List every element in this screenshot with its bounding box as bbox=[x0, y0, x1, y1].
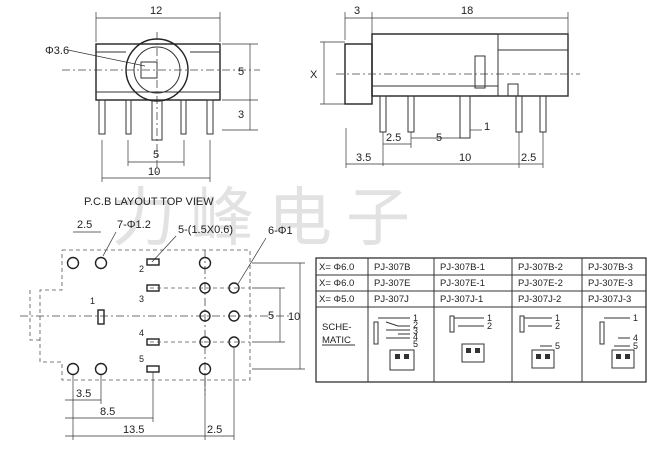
schematic-col1: 1 2 3 4 5 bbox=[373, 313, 418, 371]
pcb-pin-label-4: 4 bbox=[139, 328, 144, 338]
table-cell-r1-c1: X= Φ6.0 bbox=[319, 262, 354, 273]
sch1-pin-5: 5 bbox=[413, 339, 418, 349]
front-dim-width: 12 bbox=[150, 5, 162, 17]
side-dim-x: X bbox=[310, 69, 318, 81]
side-dim-pin-thick: 1 bbox=[484, 121, 490, 133]
sch1-pin-2: 2 bbox=[413, 320, 418, 330]
sch4-pin-5: 5 bbox=[633, 341, 638, 351]
table-cell-r3-c4: PJ-307J-2 bbox=[518, 294, 561, 305]
pcb-pin-label-3: 3 bbox=[139, 294, 144, 304]
sch2-pin-1: 1 bbox=[487, 313, 492, 323]
side-dim-pin-gap: 2.5 bbox=[386, 132, 401, 144]
front-view: 12 Φ3.6 5 3 5 10 bbox=[45, 5, 260, 182]
side-dim-length: 18 bbox=[461, 5, 473, 17]
pcb-dim-135: 13.5 bbox=[123, 424, 144, 436]
table-cell-r2-c4: PJ-307E-2 bbox=[518, 278, 563, 289]
sch4-pin-1: 1 bbox=[633, 313, 638, 323]
spec-table: X= Φ6.0 PJ-307B PJ-307B-1 PJ-307B-2 PJ-3… bbox=[315, 257, 647, 383]
side-dim-pin-center: 5 bbox=[436, 132, 442, 144]
pcb-dim-10: 10 bbox=[288, 311, 300, 323]
table-cell-r3-c3: PJ-307J-1 bbox=[440, 294, 483, 305]
table-cell-r1-c3: PJ-307B-1 bbox=[440, 262, 485, 273]
sch3-pin-2: 2 bbox=[555, 321, 560, 331]
side-body bbox=[371, 33, 569, 97]
schematic-col2: 1 2 bbox=[449, 313, 492, 363]
watermark: 力峰电子 bbox=[112, 182, 424, 256]
table-cell-r3-c5: PJ-307J-3 bbox=[588, 294, 631, 305]
table-cell-r1-c4: PJ-307B-2 bbox=[518, 262, 563, 273]
schematic-col3: 1 2 5 bbox=[519, 313, 560, 369]
table-cell-r3-c1: X= Φ5.0 bbox=[319, 294, 354, 305]
front-dim-base-width: 10 bbox=[148, 166, 160, 178]
table-cell-r2-c2: PJ-307E bbox=[374, 278, 410, 289]
side-dim-span: 10 bbox=[459, 152, 471, 164]
side-dim-front: 3 bbox=[354, 5, 360, 17]
sch1-pin-1: 1 bbox=[413, 313, 418, 323]
front-dim-pin-spacing: 5 bbox=[153, 149, 159, 161]
pcb-layout: P.C.B LAYOUT TOP VIEW 2.5 7-Φ1.2 5-(1.5X… bbox=[20, 196, 305, 440]
front-dim-side-height: 5 bbox=[238, 66, 244, 78]
pcb-dim-25-bottom: 2.5 bbox=[207, 424, 222, 436]
schematic-label-1: SCHE- bbox=[322, 322, 352, 333]
table-cell-r3-c2: PJ-307J bbox=[374, 294, 409, 305]
side-dim-rear: 2.5 bbox=[521, 152, 536, 164]
schematic-label-2: MATIC bbox=[322, 335, 351, 346]
side-dim-offset: 3.5 bbox=[356, 152, 371, 164]
sch3-pin-1: 1 bbox=[555, 313, 560, 323]
pcb-hole-6: 6-Φ1 bbox=[268, 225, 293, 237]
front-dim-hole: Φ3.6 bbox=[45, 45, 69, 57]
pcb-pin-label-2: 2 bbox=[139, 264, 144, 274]
pcb-title: P.C.B LAYOUT TOP VIEW bbox=[84, 196, 214, 208]
side-view: 3 18 X 2.5 5 1 3.5 bbox=[310, 5, 580, 168]
sch4-pin-4: 4 bbox=[633, 333, 638, 343]
table-cell-r2-c5: PJ-307E-3 bbox=[588, 278, 633, 289]
pcb-pin-label-5: 5 bbox=[139, 354, 144, 364]
front-dim-pin-height: 3 bbox=[238, 109, 244, 121]
table-cell-r2-c1: X= Φ6.0 bbox=[319, 278, 354, 289]
pcb-hole-7: 7-Φ1.2 bbox=[117, 219, 151, 231]
pcb-dim-5: 5 bbox=[268, 310, 274, 322]
pcb-slot-5: 5-(1.5X0.6) bbox=[178, 224, 233, 236]
pcb-dim-85: 8.5 bbox=[100, 406, 115, 418]
pcb-pin-label-1: 1 bbox=[90, 296, 95, 306]
pcb-slots bbox=[97, 258, 160, 373]
table-cell-r2-c3: PJ-307E-1 bbox=[440, 278, 485, 289]
sch2-pin-2: 2 bbox=[487, 321, 492, 331]
table-cell-r1-c5: PJ-307B-3 bbox=[588, 262, 633, 273]
pcb-dim-35: 3.5 bbox=[76, 388, 91, 400]
sch1-pin-4: 4 bbox=[413, 332, 418, 342]
schematic-col4: 1 4 5 bbox=[599, 313, 638, 369]
table-cell-r1-c2: PJ-307B bbox=[374, 262, 410, 273]
sch3-pin-5: 5 bbox=[555, 341, 560, 351]
pcb-dim-25-top: 2.5 bbox=[77, 219, 92, 231]
sch1-pin-3: 3 bbox=[413, 326, 418, 336]
